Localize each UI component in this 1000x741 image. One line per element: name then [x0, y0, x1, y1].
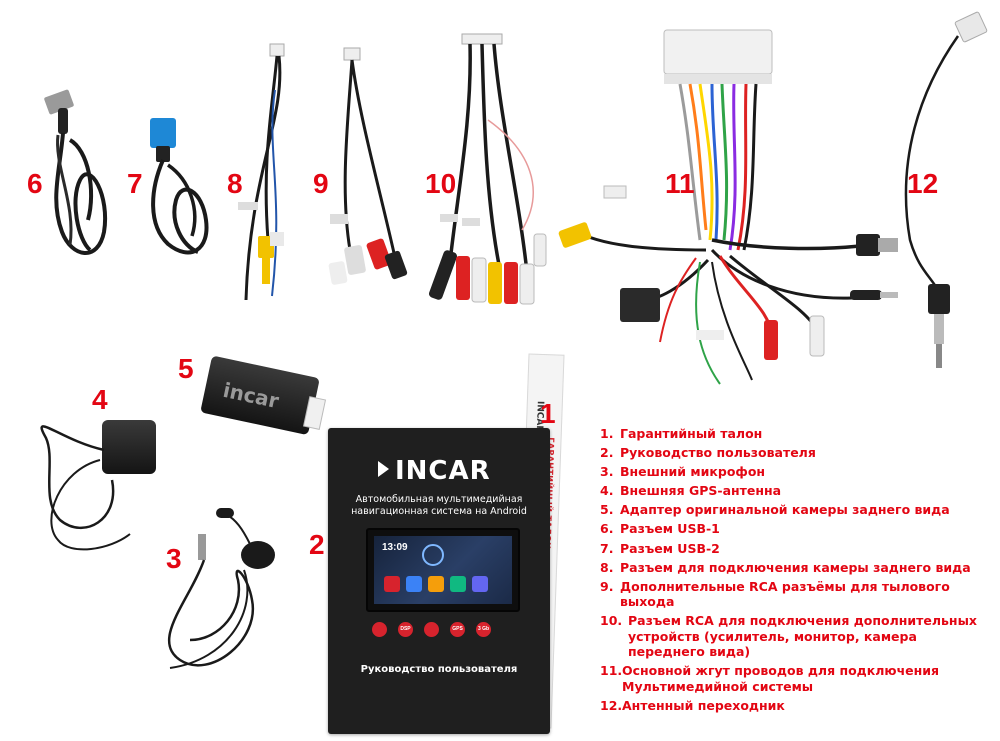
- logo-triangle-icon: [378, 461, 389, 477]
- legend-item: 10. Разъем RCA для подключения дополнител…: [600, 613, 998, 660]
- legend-item: 5. Адаптер оригинальной камеры заднего ви…: [600, 502, 998, 518]
- legend-text: Внешний микрофон: [620, 464, 766, 480]
- legend-text: Разъем для подключения камеры заднего ви…: [620, 559, 971, 575]
- gps-icon: GPS: [450, 622, 465, 637]
- manual-subtitle-line-1: Автомобильная мультимедийная: [355, 494, 523, 505]
- legend-item: 6. Разъем USB-1: [600, 521, 998, 537]
- legend-number: 6.: [600, 521, 614, 537]
- legend-number: 10.: [600, 613, 623, 629]
- antenna-adapter: [904, 11, 988, 368]
- manual-subtitle: Автомобильная мультимедийная навигационн…: [328, 494, 550, 518]
- app-tile-icon: [406, 576, 422, 592]
- legend-text: Внешняя GPS-антенна: [620, 483, 782, 499]
- manual-logo: INCAR: [378, 456, 491, 486]
- speed-gauge-icon: [422, 544, 444, 566]
- legend-number: 11.: [600, 663, 623, 679]
- app-tile-icon: [472, 576, 488, 592]
- manual-subtitle-line-2: навигационная система на Android: [351, 505, 527, 517]
- number-5: 5: [178, 353, 194, 384]
- android-icon: [372, 622, 387, 637]
- legend-text: Разъем USB-2: [620, 540, 720, 556]
- number-1: 1: [540, 398, 556, 429]
- legend-number: 12.: [600, 698, 623, 714]
- memory-icon: 3 Gb: [476, 622, 491, 637]
- manual-footer: Руководство пользователя: [360, 664, 518, 675]
- usb1-cable: [44, 89, 108, 255]
- number-4: 4: [92, 384, 108, 415]
- gps-antenna: [40, 420, 156, 551]
- app-tile-icon: [450, 576, 466, 592]
- rear-camera-harness: [238, 43, 285, 301]
- feature-icons: DSP GPS 3 Gb: [372, 622, 491, 637]
- rca-aux-harness: [428, 33, 547, 305]
- camera-adapter-box: incar: [201, 356, 327, 435]
- app-tile-icon: [428, 576, 444, 592]
- rca-rear-harness: [328, 47, 408, 285]
- legend-text: Дополнительные RCA разъёмы для тылового …: [620, 578, 950, 610]
- legend-item: 9. Дополнительные RCA разъёмы для тыловог…: [600, 579, 998, 610]
- number-9: 9: [313, 168, 329, 199]
- manual-logo-text: INCAR: [395, 456, 491, 486]
- legend-number: 7.: [600, 540, 614, 556]
- legend-item: 7. Разъем USB-2: [600, 541, 998, 557]
- legend-text: Разъем RCA для подключения дополнительны…: [628, 613, 977, 660]
- external-microphone: [167, 508, 275, 669]
- user-manual: INCAR Автомобильная мультимедийная навиг…: [328, 428, 550, 734]
- legend-item: 11.Основной жгут проводов для подключени…: [600, 663, 998, 694]
- legend-item: 1. Гарантийный талон: [600, 426, 998, 442]
- head-unit-screen: 13:09: [366, 528, 520, 612]
- number-3: 3: [166, 543, 182, 574]
- usb2-cable: [150, 118, 209, 255]
- number-10: 10: [425, 168, 457, 199]
- legend-text: Гарантийный талон: [620, 426, 763, 441]
- legend-number: 1.: [600, 426, 614, 441]
- legend-text: Основной жгут проводов для подключения М…: [622, 663, 940, 694]
- legend-number: 4.: [600, 483, 614, 499]
- legend-number: 9.: [600, 578, 614, 594]
- legend-item: 8. Разъем для подключения камеры заднего …: [600, 560, 998, 576]
- bluetooth-icon: [424, 622, 439, 637]
- dsp-icon: DSP: [398, 622, 413, 637]
- number-12: 12: [907, 168, 939, 199]
- legend-text: Адаптер оригинальной камеры заднего вида: [620, 502, 950, 518]
- legend-number: 2.: [600, 445, 614, 461]
- legend-item: 4. Внешняя GPS-антенна: [600, 483, 998, 499]
- legend-item: 12.Антенный переходник: [600, 698, 998, 714]
- screen-clock: 13:09: [382, 542, 408, 553]
- legend-list: 1. Гарантийный талон 2. Руководство пользо…: [600, 426, 998, 717]
- number-2: 2: [309, 529, 325, 560]
- main-wiring-harness: [558, 29, 898, 385]
- legend-number: 8.: [600, 559, 614, 575]
- screen-display: 13:09: [374, 536, 512, 604]
- number-6: 6: [27, 168, 43, 199]
- legend-text: Антенный переходник: [622, 698, 785, 714]
- number-8: 8: [227, 168, 243, 199]
- app-tile-icon: [384, 576, 400, 592]
- legend-number: 5.: [600, 502, 614, 518]
- legend-item: 2. Руководство пользователя: [600, 445, 998, 461]
- number-11: 11: [665, 168, 695, 199]
- legend-text: Руководство пользователя: [620, 445, 816, 461]
- legend-number: 3.: [600, 464, 614, 480]
- legend-item: 3. Внешний микрофон: [600, 464, 998, 480]
- legend-text: Разъем USB-1: [620, 521, 720, 537]
- number-7: 7: [127, 168, 143, 199]
